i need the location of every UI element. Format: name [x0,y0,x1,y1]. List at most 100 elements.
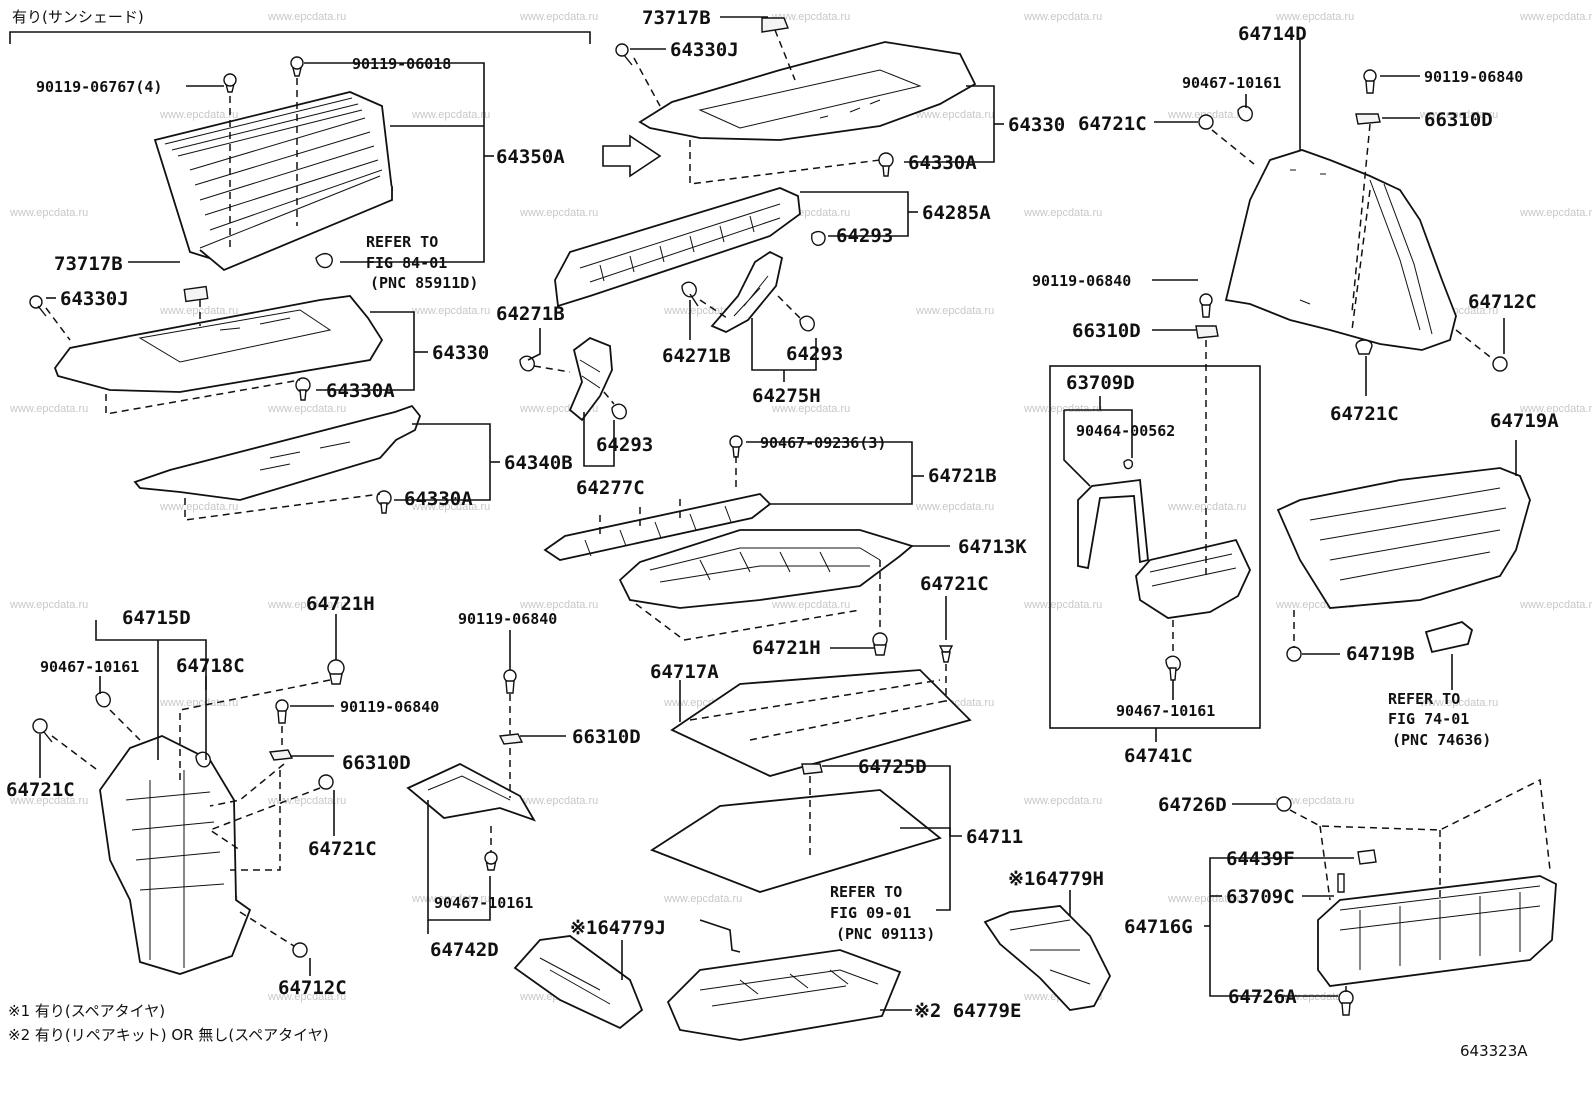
label-64721C: 64721C [1078,113,1147,135]
label-66310D: 66310D [572,726,641,748]
watermark: www.epcdata.ru [1419,109,1498,121]
label-64330J: 64330J [670,39,739,61]
refer-pnc-text: (PNC 09113) [836,925,935,943]
label-90119-06018: 90119-06018 [352,55,451,73]
watermark: www.epcdata.ru [9,403,88,415]
pillar-brackets [519,250,815,422]
label-64712C: 64712C [1468,291,1537,313]
watermark: www.epcdata.ru [771,403,850,415]
watermark: www.epcdata.ru [519,11,598,23]
refer-fig-text: FIG 84-01 [366,254,447,272]
label-66310D: 66310D [1072,320,1141,342]
label-64340B: 64340B [504,452,573,474]
label-64330A: 64330A [908,152,977,174]
label-64721H: 64721H [752,637,821,659]
watermark: www.epcdata.ru [1519,207,1592,219]
trunk-floor-assembly [543,435,914,656]
label-90467-10161: 90467-10161 [40,658,139,676]
watermark: www.epcdata.ru [411,501,490,513]
watermark: www.epcdata.ru [1519,11,1592,23]
label-73717B: 73717B [54,253,123,275]
watermark: www.epcdata.ru [9,599,88,611]
refer-to-text: REFER TO [366,233,438,251]
header-note: 有り(サンシェード) [12,8,144,26]
label-90467-10161: 90467-10161 [1182,74,1281,92]
label-64741C: 64741C [1124,745,1193,767]
watermark: www.epcdata.ru [1167,501,1246,513]
label-64330: 64330 [432,342,489,364]
label-64726A: 64726A [1228,986,1297,1008]
footnotes: ※1 有り(スペアタイヤ) ※2 有り(リペアキット) OR 無し(スペアタイヤ… [8,1002,329,1044]
trunk-lid-trim [1276,467,1531,662]
label-66310D: 66310D [342,752,411,774]
label-64719B: 64719B [1346,643,1415,665]
label-64721C: 64721C [308,838,377,860]
watermark: www.epcdata.ru [159,109,238,121]
refer-pnc-text: (PNC 85911D) [370,274,478,292]
label-90119-06840: 90119-06840 [458,610,557,628]
label-64721C: 64721C [6,779,75,801]
package-tray-upper [29,285,384,415]
spare-tire-cover-right [983,905,1112,1011]
label-90467-09236: 90467-09236(3) [760,434,886,452]
watermark: www.epcdata.ru [771,599,850,611]
label-90467-10161: 90467-10161 [434,894,533,912]
package-tray-lower [133,404,422,521]
watermark: www.epcdata.ru [1275,795,1354,807]
watermark: www.epcdata.ru [1167,893,1246,905]
label-64350A: 64350A [496,146,565,168]
side-storage-tray [406,669,644,1030]
watermark: www.epcdata.ru [159,697,238,709]
label-64271B: 64271B [662,345,731,367]
watermark: www.epcdata.ru [1023,207,1102,219]
label-64721H: 64721H [306,593,375,615]
watermark: www.epcdata.ru [9,207,88,219]
storage-box-group [1049,293,1261,729]
watermark: www.epcdata.ru [771,11,850,23]
label-64271B: 64271B [496,303,565,325]
label-64779E: ※2 64779E [914,1000,1021,1022]
watermark: www.epcdata.ru [1275,991,1354,1003]
label-64714D: 64714D [1238,23,1307,45]
label-64726D: 64726D [1158,794,1227,816]
sunshade-assembly [153,56,393,272]
watermark: www.epcdata.ru [1023,599,1102,611]
label-90119-06840: 90119-06840 [1032,272,1131,290]
refer-fig-text: FIG 09-01 [830,904,911,922]
label-64712C: 64712C [278,977,347,999]
label-64713K: 64713K [958,536,1027,558]
footnote-1: ※1 有り(スペアタイヤ) [8,1002,165,1020]
watermark: www.epcdata.ru [9,795,88,807]
rear-package-tray [602,17,977,185]
watermark: www.epcdata.ru [267,403,346,415]
label-90119-06767: 90119-06767(4) [36,78,162,96]
watermark: www.epcdata.ru [519,599,598,611]
left-trunk-side-trim [32,659,345,975]
sunshade-option-bracket: 有り(サンシェード) [9,8,591,44]
label-73717B: 73717B [642,7,711,29]
label-64293: 64293 [836,225,893,247]
label-64330: 64330 [1008,114,1065,136]
watermark: www.epcdata.ru [411,305,490,317]
watermark: www.epcdata.ru [519,207,598,219]
label-64717A: 64717A [650,661,719,683]
watermark: www.epcdata.ru [1519,599,1592,611]
watermark: www.epcdata.ru [915,305,994,317]
label-66310D: 66310D [1424,109,1493,131]
watermark: www.epcdata.ru [411,109,490,121]
label-64275H: 64275H [752,385,821,407]
watermark: www.epcdata.ru [159,501,238,513]
label-90467-10161: 90467-10161 [1116,702,1215,720]
label-64293: 64293 [786,343,843,365]
watermark: www.epcdata.ru [663,893,742,905]
label-64719A: 64719A [1490,410,1559,432]
figure-code: 643323A [1460,1042,1528,1060]
label-64285A: 64285A [922,202,991,224]
refer-pnc-text: (PNC 74636) [1392,731,1491,749]
label-64330A: 64330A [326,380,395,402]
refer-to-text: REFER TO [1388,690,1460,708]
refer-to-text: REFER TO [830,883,902,901]
label-64330A: 64330A [404,488,473,510]
label-64277C: 64277C [576,477,645,499]
